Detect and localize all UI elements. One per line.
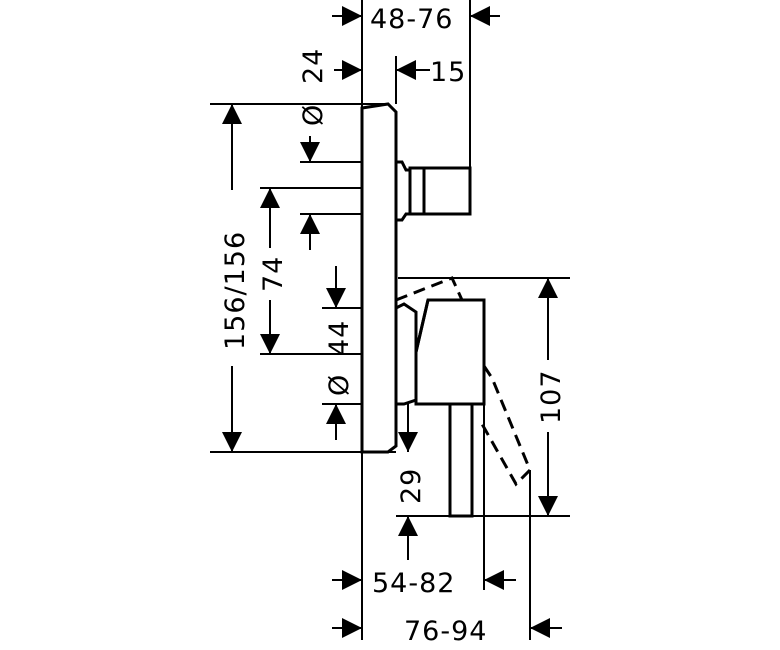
- dim-bottom-depth-outer: 76-94: [332, 616, 562, 647]
- lever-neck: [395, 302, 418, 406]
- dim-bottom-depth-inner: 54-82: [332, 568, 516, 599]
- cover-plate: [360, 102, 398, 454]
- lever-body: [414, 298, 486, 406]
- lever-alt-position-lower: [480, 365, 532, 487]
- dim-handle-height-label: 107: [536, 369, 567, 424]
- dim-upper-spacing-label: 74: [258, 256, 289, 292]
- dim-lever-drop-label: 29: [396, 468, 427, 504]
- dim-top-depth: 48-76: [332, 4, 500, 35]
- dim-lever-drop: 29: [396, 404, 427, 560]
- lever-alt-position-upper: [395, 276, 464, 302]
- diameter-symbol-upper: Ø: [298, 104, 329, 126]
- dim-stop-offset-label: 15: [430, 57, 466, 88]
- dim-bottom-depth-outer-label: 76-94: [404, 616, 487, 647]
- dim-lower-spacing: 44 Ø: [324, 266, 355, 440]
- dim-stop-offset: 15: [334, 57, 466, 88]
- diameter-symbol-lower: Ø: [324, 374, 355, 396]
- extension-lines: [210, 0, 570, 640]
- lever-handle: [448, 402, 474, 518]
- dim-total-height: 156/156: [220, 104, 251, 452]
- dim-bottom-depth-inner-label: 54-82: [372, 568, 455, 599]
- dim-handle-height: 107: [536, 278, 567, 516]
- dim-diameter-24: 24 Ø: [298, 48, 329, 250]
- diverter-knob-neck: [396, 160, 412, 222]
- dim-diameter-24-label: 24: [298, 48, 329, 84]
- diverter-knob: [408, 166, 472, 216]
- dim-lower-spacing-label: 44: [324, 320, 355, 356]
- dim-total-height-label: 156/156: [220, 231, 251, 350]
- dim-upper-spacing: 74: [258, 188, 289, 354]
- dim-top-depth-label: 48-76: [370, 4, 453, 35]
